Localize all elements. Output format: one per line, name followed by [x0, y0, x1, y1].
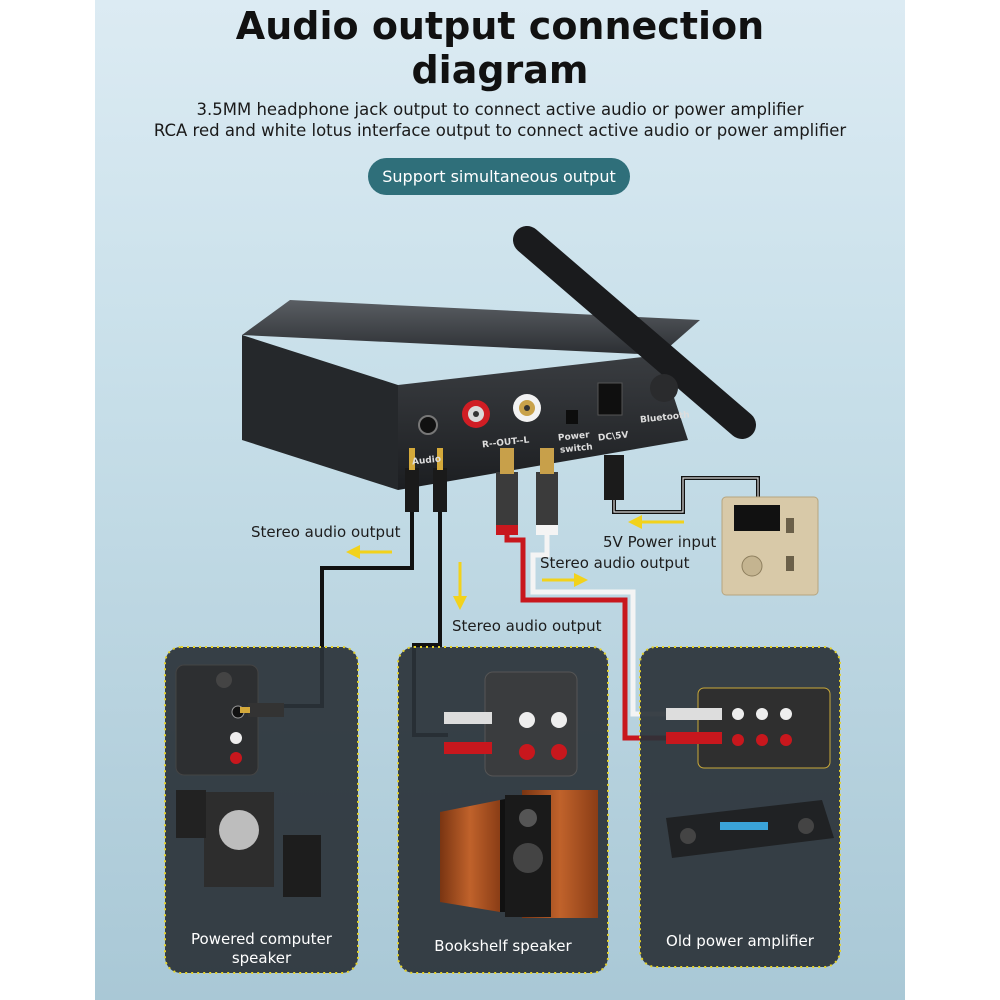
satellite-speaker-left-icon [176, 790, 206, 838]
lin2-white-jack-icon [551, 712, 567, 728]
audio-plug-2-tip [437, 448, 443, 470]
rca-plug-white [536, 472, 558, 527]
label-left-stereo-output: Stereo audio output [251, 523, 401, 541]
bluetooth-receiver-device [242, 226, 756, 490]
rca-white-cable [530, 525, 670, 717]
rca-plug-red-band [496, 525, 518, 535]
caption-computer-speaker: Powered computer speaker [165, 930, 358, 968]
arrow-right-icon [542, 573, 588, 587]
amplifier-knob-right-icon [798, 818, 814, 834]
dc-jack-icon [597, 382, 623, 416]
label-rca-stereo-output: Stereo audio output [540, 554, 690, 572]
audio-plug-1 [405, 468, 419, 512]
caption-computer-speaker-line-2: speaker [231, 949, 292, 967]
subtitle-line-2: RCA red and white lotus interface output… [153, 121, 847, 140]
input-panel-closeup [175, 664, 259, 776]
amp-white-jack-2-icon [756, 708, 768, 720]
title-line-2: diagram [411, 48, 589, 92]
rca-plug-white-band [536, 525, 558, 535]
bookshelf-speaker-artwork [440, 671, 598, 918]
label-middle-stereo-output: Stereo audio output [452, 617, 602, 635]
rca-plug-red [496, 472, 518, 527]
title-line-1: Audio output connection [235, 4, 765, 48]
rca-plug-white-inserted [444, 712, 492, 724]
satellite-speaker-right-icon [283, 835, 321, 897]
amp-white-jack-3-icon [780, 708, 792, 720]
lin2-red-jack-icon [551, 744, 567, 760]
rca-plug-red-tip [500, 448, 514, 474]
usb-port-icon-2 [786, 556, 794, 571]
rca-plug-white-tip [540, 448, 554, 474]
power-switch-icon [566, 410, 578, 424]
direction-arrows [346, 515, 684, 610]
arrow-power-icon [628, 515, 684, 529]
amp-rca-red-plug [666, 732, 722, 744]
caption-computer-speaker-line-1: Powered computer [191, 930, 332, 948]
amp-rca-white-plug [666, 708, 722, 720]
aux-plug-inserted [248, 703, 284, 717]
subwoofer-ring [219, 810, 259, 850]
caption-power-amplifier: Old power amplifier [666, 932, 814, 950]
device-top [242, 300, 700, 355]
lin1-red-jack-icon [519, 744, 535, 760]
power-cable-highlight [613, 477, 759, 513]
aux-plug-tip [240, 707, 250, 713]
amp-red-jack-2-icon [756, 734, 768, 746]
amplifier-display-icon [720, 822, 768, 830]
rca-right-jack-icon [462, 400, 490, 428]
simultaneous-output-badge: Support simultaneous output [368, 158, 630, 195]
power-amplifier-artwork [666, 687, 834, 858]
tweeter-icon [519, 809, 537, 827]
amplifier-rear-panel-closeup [697, 687, 831, 769]
device-side [242, 335, 398, 490]
arrow-left-icon [346, 545, 392, 559]
white-rca-input-icon [230, 732, 242, 744]
volume-knob-icon [216, 672, 232, 688]
plugs [405, 448, 624, 535]
wall-socket-plugged-outlet [734, 505, 780, 531]
amplifier-knob-left-icon [680, 828, 696, 844]
woofer-icon [513, 843, 543, 873]
arrow-down-icon [453, 562, 467, 610]
rca-red-cable [504, 525, 670, 741]
caption-bookshelf-speaker: Bookshelf speaker [434, 937, 572, 955]
wall-socket [721, 496, 819, 596]
usb-port-icon [786, 518, 794, 533]
socket-outlet-icon [741, 555, 763, 577]
rca-plug-red-inserted [444, 742, 492, 754]
subtitle-line-1: 3.5MM headphone jack output to connect a… [196, 100, 804, 119]
label-power-input: 5V Power input [603, 533, 717, 551]
audio-plug-1-tip [409, 448, 415, 470]
audio-plug-2 [433, 468, 447, 512]
red-rca-input-icon [230, 752, 242, 764]
lin1-white-jack-icon [519, 712, 535, 728]
amp-red-jack-1-icon [732, 734, 744, 746]
computer-speaker-artwork [175, 664, 321, 897]
audio-jack-icon [418, 415, 438, 435]
amp-red-jack-3-icon [780, 734, 792, 746]
rca-left-jack-icon [513, 394, 541, 422]
amp-white-jack-1-icon [732, 708, 744, 720]
bookshelf-speaker-left-icon [440, 800, 500, 912]
antenna-icon [513, 226, 756, 439]
dc-plug [604, 455, 624, 500]
